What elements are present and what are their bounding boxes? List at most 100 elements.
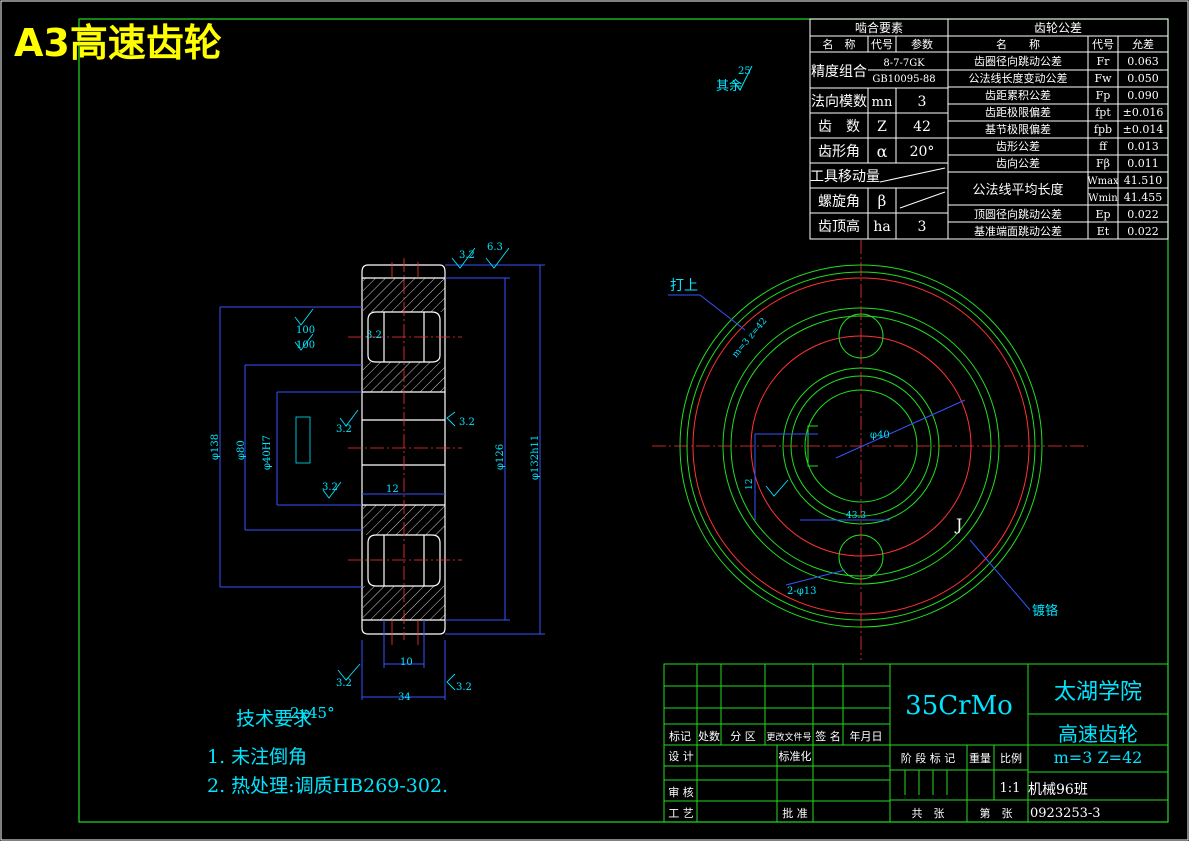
mesh-table-text: 啮合要素 名 称 代号 参数 精度组合 8-7-7GK GB10095-88 法… xyxy=(810,20,936,235)
dim-v2: φ80 xyxy=(236,440,247,460)
roughness-other-label: 其余 xyxy=(716,78,742,94)
tol-row-code: ff xyxy=(1099,140,1108,153)
roughness-label: 3.2 xyxy=(336,424,352,435)
tol-row-code: Fp xyxy=(1096,89,1111,102)
tech-req-item: 1. 未注倒角 xyxy=(207,746,307,768)
part-params: m=3 Z=42 xyxy=(1054,748,1143,767)
mesh-col-value: 参数 xyxy=(911,37,933,51)
section-view: 3.2 6.3 3.2 3.2 3.2 3.2 3.2 3.2 100 100 … xyxy=(210,242,545,722)
drawing-number: 0923253-3 xyxy=(1030,806,1101,821)
scale: 1:1 xyxy=(1000,781,1021,796)
tol-row-value: ±0.014 xyxy=(1123,123,1164,136)
sheet-title: A3高速齿轮 xyxy=(14,21,222,65)
tol-row-value: 0.013 xyxy=(1127,140,1159,153)
label-dukong: 镀铬 xyxy=(1032,603,1058,619)
school-name: 太湖学院 xyxy=(1054,680,1142,705)
dim-chamfer: 2x45° xyxy=(290,704,335,722)
tol-row-name: 公法线长度变动公差 xyxy=(969,71,1068,85)
mesh-row-name: 齿形角 xyxy=(818,144,860,160)
tol-row-name: 基节极限偏差 xyxy=(985,122,1051,136)
front-view-text: 打上 J 镀铬 2-φ13 φ40 43.3 12 m=3 z=42 xyxy=(670,277,1058,619)
tb-label: 共 张 xyxy=(912,807,945,820)
tol-row-name: 齿向公差 xyxy=(996,156,1040,170)
tol-row-name: 顶圆径向跳动公差 xyxy=(974,207,1062,221)
front-view xyxy=(652,240,1088,660)
tolerance-table-text: 齿轮公差 名 称 代号 允差 齿圈径向跳动公差 Fr 0.063 公法线长度变动… xyxy=(969,21,1164,238)
dim-key: 12 xyxy=(386,484,399,495)
tol-col-name: 名 称 xyxy=(996,37,1040,51)
tol-row-name: 齿形公差 xyxy=(996,139,1040,153)
tol-row-code: Wmax xyxy=(1087,176,1119,187)
mesh-table xyxy=(809,18,1169,240)
mesh-row-value: 42 xyxy=(913,119,931,135)
dim-v1: φ138 xyxy=(210,434,221,460)
dim-v3: φ126 xyxy=(495,444,506,470)
tb-label: 标准化 xyxy=(779,749,812,763)
tol-row-value: 0.011 xyxy=(1127,157,1159,170)
mesh-row-name: 齿顶高 xyxy=(818,218,860,235)
tol-row-value: 0.022 xyxy=(1127,208,1159,221)
title-block xyxy=(663,663,1169,823)
mesh-row-name: 齿 数 xyxy=(818,119,860,135)
tol-row-code2: Wmin xyxy=(1088,193,1118,204)
tb-label: 审 核 xyxy=(668,785,694,799)
material: 35CrMo xyxy=(905,691,1013,721)
mesh-row-value: 3 xyxy=(918,219,927,235)
roughness-label: 3.2 xyxy=(456,682,472,693)
tb-label: 处数 xyxy=(698,730,720,743)
tol-row-name: 齿距累积公差 xyxy=(985,88,1051,102)
tol-row-code: fpt xyxy=(1095,106,1111,119)
mesh-row-code: mn xyxy=(872,95,893,110)
mesh-table-header: 啮合要素 xyxy=(855,20,903,35)
mesh-row-code: ha xyxy=(873,219,890,235)
tolerance-table-header: 齿轮公差 xyxy=(1034,21,1082,35)
dim-100b: 100 xyxy=(296,340,315,351)
dim-v4: φ132h11 xyxy=(530,435,541,480)
tb-label: 签 名 xyxy=(815,729,841,743)
class-name: 机械96班 xyxy=(1028,782,1088,798)
mesh-row-value2: GB10095-88 xyxy=(872,74,935,85)
roughness-symbol xyxy=(732,65,753,91)
dim-holes: 2-φ13 xyxy=(787,586,816,597)
tb-label: 工 艺 xyxy=(668,807,694,820)
tol-row-value: 0.050 xyxy=(1127,72,1159,85)
tol-row-value: ±0.016 xyxy=(1123,106,1164,119)
roughness-label: 3.2 xyxy=(459,250,475,261)
tech-req-item: 2. 热处理:调质HB269-302. xyxy=(207,775,448,797)
dim-100a: 100 xyxy=(296,325,315,336)
tol-row-name: 公法线平均长度 xyxy=(972,182,1063,198)
tb-label: 批 准 xyxy=(782,806,808,820)
mesh-row-value: 8-7-7GK xyxy=(883,58,925,69)
title-block-text: 35CrMo 太湖学院 高速齿轮 m=3 Z=42 机械96班 0923253-… xyxy=(668,680,1142,821)
part-name: 高速齿轮 xyxy=(1058,722,1138,746)
tech-req-title: 技术要求 xyxy=(236,708,312,730)
mesh-row-name: 法向模数 xyxy=(811,94,867,110)
tb-label: 重量 xyxy=(969,751,991,765)
tb-label: 比例 xyxy=(1000,751,1022,765)
mesh-row-name: 工具移动量 xyxy=(810,169,880,185)
dim-keywidth: 12 xyxy=(745,479,755,490)
tol-row-name: 齿距极限偏差 xyxy=(985,105,1051,119)
dim-width: 34 xyxy=(398,692,411,703)
datum-box xyxy=(295,416,311,464)
dim-hub: 10 xyxy=(400,657,413,668)
tol-row-name: 基准端面跳动公差 xyxy=(974,224,1062,238)
mesh-row-name: 螺旋角 xyxy=(818,194,860,210)
tb-label: 标记 xyxy=(669,729,691,743)
tol-row-value: 0.090 xyxy=(1127,89,1159,102)
tol-row-code: Ep xyxy=(1095,208,1110,221)
dim-phi40: φ40H7 xyxy=(262,435,273,470)
tol-row-code: Fβ xyxy=(1096,157,1110,170)
tb-label: 设 计 xyxy=(668,750,694,763)
mesh-row-value: 20° xyxy=(910,144,935,160)
mesh-row-name: 精度组合 xyxy=(811,64,867,80)
tb-label: 更改文件号 xyxy=(766,731,811,743)
tol-col-code: 代号 xyxy=(1092,38,1114,51)
tol-col-value: 允差 xyxy=(1132,37,1154,51)
tol-row-value: 0.063 xyxy=(1127,55,1159,68)
roughness-other-value: 25 xyxy=(738,66,751,77)
roughness-label: 3.2 xyxy=(322,482,338,493)
tb-label: 阶 段 标 记 xyxy=(901,751,956,765)
